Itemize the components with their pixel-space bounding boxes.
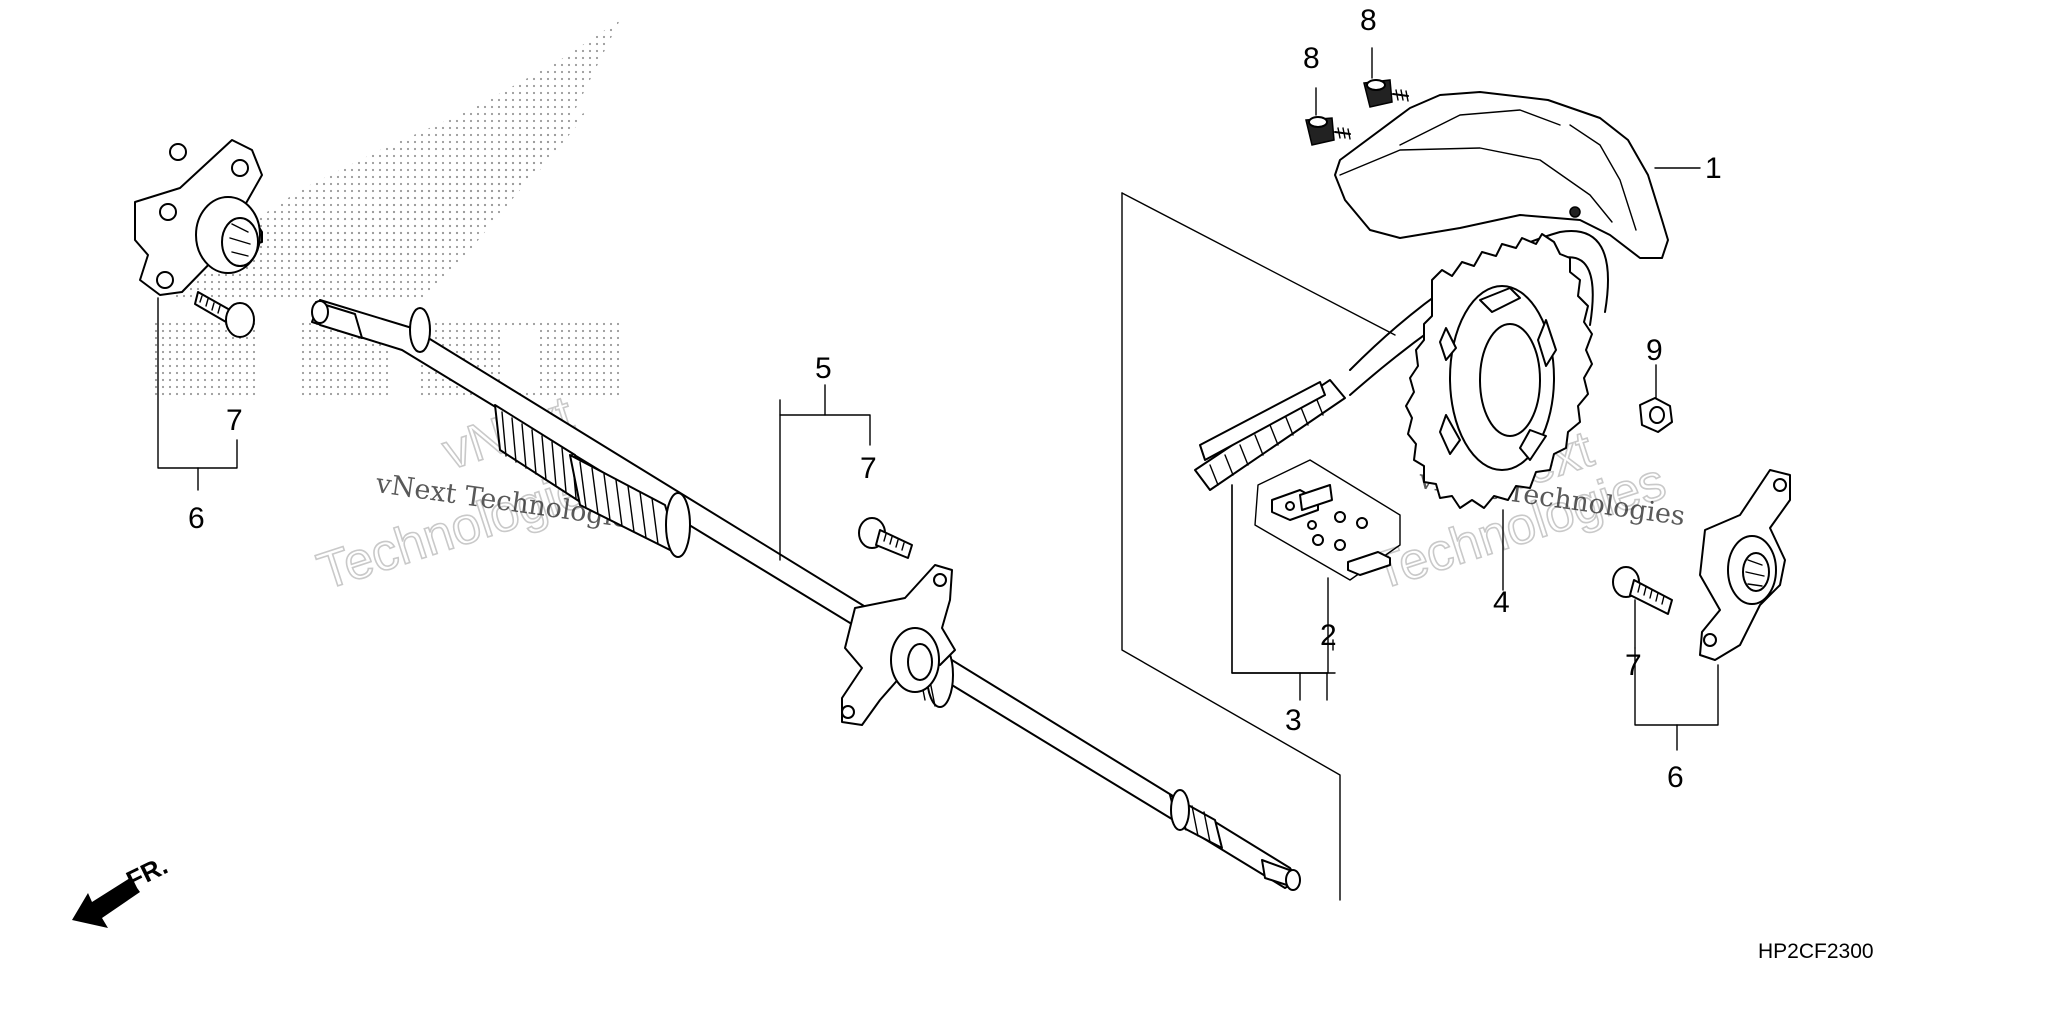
fender-bolt-a [1305, 116, 1351, 146]
middle-bolt [858, 517, 913, 559]
callout-6-left: 6 [188, 502, 205, 535]
front-direction-arrow-icon: FR. [72, 850, 172, 928]
leader-lines [157, 47, 1719, 751]
callout-4: 4 [1493, 586, 1510, 619]
callout-6-right: 6 [1667, 761, 1684, 794]
fender-bolt-b [1363, 79, 1409, 108]
callout-8-b: 8 [1360, 4, 1377, 37]
left-wheel-hub [134, 139, 263, 296]
rear-axle [311, 299, 1301, 891]
callout-1: 1 [1705, 152, 1722, 185]
callout-5: 5 [815, 352, 832, 385]
master-link-kit [1254, 459, 1401, 581]
right-wheel-hub [1699, 469, 1791, 661]
callout-7-mid: 7 [860, 452, 877, 485]
left-bolt [194, 291, 255, 338]
callout-7-left: 7 [226, 404, 243, 437]
diagram-code: HP2CF2300 [1758, 940, 1874, 963]
rear-fender [1334, 91, 1669, 259]
callouts: 1 8 8 9 4 2 3 5 7 7 6 7 6 [188, 4, 1722, 794]
sprocket-nut [1639, 397, 1673, 433]
right-bolt [1612, 566, 1673, 615]
honda-wing-logo-icon [150, 20, 620, 400]
middle-hub [841, 564, 956, 726]
frame-lines [1121, 192, 1396, 901]
driven-sprocket [1405, 233, 1593, 509]
callout-8-a: 8 [1303, 42, 1320, 75]
callout-2: 2 [1320, 619, 1337, 652]
callout-9: 9 [1646, 334, 1663, 367]
callout-7-right: 7 [1625, 649, 1642, 682]
callout-3: 3 [1285, 704, 1302, 737]
